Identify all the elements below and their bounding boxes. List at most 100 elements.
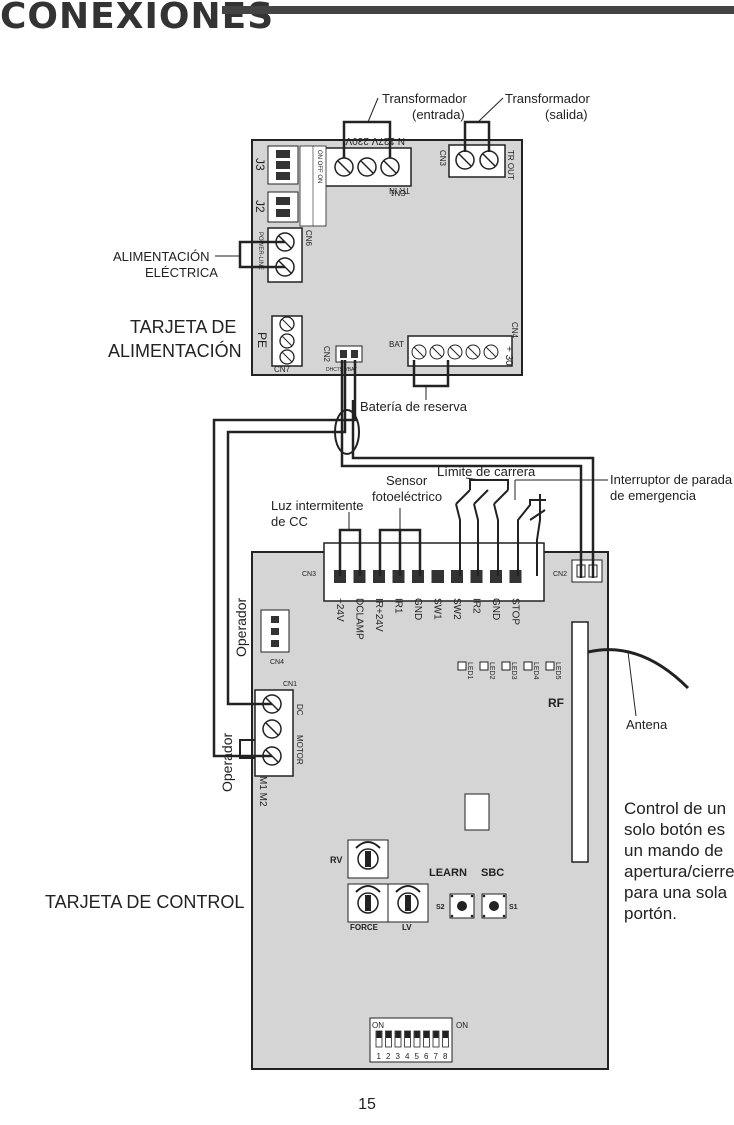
power-board-title: TARJETA DE	[130, 317, 236, 337]
flash-light-label: Luz intermitente	[271, 498, 364, 513]
transformer-input-loop	[342, 120, 392, 158]
terminal-label: GND	[490, 598, 501, 620]
pe-label: PE	[255, 332, 269, 348]
limit-switch-wire	[473, 503, 479, 576]
operator-stub	[239, 739, 255, 759]
limit-switch-wire	[455, 503, 461, 576]
led-label: LED1	[466, 662, 473, 680]
limit-switch-label: Límite de carrera	[437, 464, 536, 479]
operator-cable	[226, 360, 347, 706]
cn1-control-label: CN1	[283, 681, 297, 688]
terminal-label: IR+24V	[373, 598, 384, 632]
s2-label: S2	[436, 904, 445, 911]
cn2-power-connector	[335, 345, 363, 363]
dip-number: 2	[386, 1052, 391, 1061]
page-number: 15	[358, 1096, 376, 1113]
dip-number: 3	[396, 1052, 401, 1061]
operator-cable	[212, 360, 357, 758]
flash-light-wire	[338, 528, 362, 576]
terminal-screw	[334, 570, 346, 583]
cable-clamp	[334, 409, 360, 455]
dip-lever	[395, 1031, 401, 1038]
terminal-label: GND	[412, 598, 423, 620]
transformer-output-label-2: (salida)	[545, 107, 588, 122]
operator-label-1: Operador	[233, 598, 249, 657]
led-indicator	[501, 661, 511, 671]
terminal-label: SW1	[432, 598, 443, 620]
learn-label: LEARN	[429, 867, 467, 879]
power-board-title-2: ALIMENTACIÓN	[108, 340, 242, 361]
force-label: FORCE	[350, 923, 379, 932]
terminal-label: STOP	[510, 598, 521, 625]
control-board-title: TARJETA DE CONTROL	[45, 892, 244, 912]
cn1-top-text: N 127V 230V	[345, 135, 405, 146]
j2-label: J2	[253, 200, 267, 213]
terminal-screw	[392, 570, 405, 583]
sbc-label: SBC	[481, 867, 504, 879]
cn4-text: + 30	[503, 346, 514, 366]
terminal-screw	[432, 570, 444, 583]
led-label: LED5	[554, 662, 561, 680]
power-line-loop	[238, 240, 285, 269]
dip-lever	[386, 1031, 391, 1038]
cn2-cable	[351, 400, 595, 578]
operator-label-2: Operador	[219, 733, 235, 792]
terminal-screw	[470, 570, 483, 583]
terminal-label: IR2	[471, 598, 482, 614]
dip-number: 1	[377, 1052, 382, 1061]
terminal-label: SW2	[451, 598, 462, 620]
j2-jumper	[267, 191, 299, 223]
led-label: LED2	[488, 662, 495, 680]
cn3-power-label: CN3	[438, 150, 447, 167]
battery-label: Batería de reserva	[360, 399, 468, 414]
transformer-input-label: Transformador	[382, 91, 467, 106]
bat-label: BAT	[389, 340, 404, 349]
power-label-2: ELÉCTRICA	[145, 265, 218, 280]
dip-on-right: ON	[456, 1021, 468, 1030]
led-indicator	[457, 661, 467, 671]
led-label: LED4	[532, 662, 539, 680]
flash-light-label-2: de CC	[271, 514, 308, 529]
terminal-screw	[412, 570, 424, 583]
cn3-power-text: TR OUT	[506, 150, 515, 180]
antenna-wire	[587, 648, 690, 690]
photo-sensor-label: Sensor	[386, 473, 428, 488]
led-indicator	[479, 661, 489, 671]
dip-lever	[405, 1031, 410, 1038]
terminal-label: +24V	[334, 598, 345, 622]
lv-label: LV	[402, 923, 412, 932]
motor-label: MOTOR	[295, 735, 304, 765]
terminal-label: IR1	[393, 598, 404, 614]
terminal-screw	[490, 570, 502, 583]
power-label: ALIMENTACIÓN	[113, 249, 210, 264]
cn6-text: POWER-LINE	[257, 232, 263, 270]
led-label: LED3	[510, 662, 517, 680]
cn3-control-label: CN3	[302, 571, 316, 578]
terminal-screw	[451, 570, 463, 583]
j3-label: J3	[253, 158, 267, 171]
antenna-label: Antena	[626, 717, 668, 732]
dip-number: 4	[405, 1052, 410, 1061]
transformer-output-loop	[463, 120, 491, 152]
dip-on-left: ON	[372, 1021, 384, 1030]
dip-number: 5	[415, 1052, 420, 1061]
terminal-screw	[373, 570, 385, 583]
dip-number: 7	[434, 1052, 439, 1061]
battery-loop	[412, 360, 450, 388]
rf-module	[571, 621, 589, 863]
cn4-control-label: CN4	[270, 659, 284, 666]
dip-switch[interactable]	[369, 1017, 453, 1063]
dip-lever	[414, 1031, 420, 1038]
transformer-output-label: Transformador	[505, 91, 590, 106]
terminal-screw	[353, 570, 366, 583]
led-indicator	[523, 661, 533, 671]
chip	[464, 793, 490, 831]
dip-lever	[424, 1031, 429, 1038]
emergency-stop-label-2: de emergencia	[610, 488, 697, 503]
dip-number: 6	[424, 1052, 429, 1061]
rf-label: RF	[548, 696, 564, 710]
transformer-input-label-2: (entrada)	[412, 107, 465, 122]
cn1-bottom-text: TR IN	[389, 186, 410, 195]
dc-label: DC	[295, 704, 304, 716]
